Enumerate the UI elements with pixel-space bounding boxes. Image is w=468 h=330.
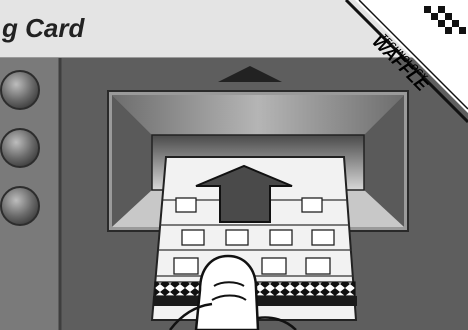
side-button-icon [1, 187, 39, 225]
page-title: g Card [2, 13, 84, 44]
slot-bezel-top [112, 95, 404, 135]
side-button-icon [1, 129, 39, 167]
side-button-icon [1, 71, 39, 109]
